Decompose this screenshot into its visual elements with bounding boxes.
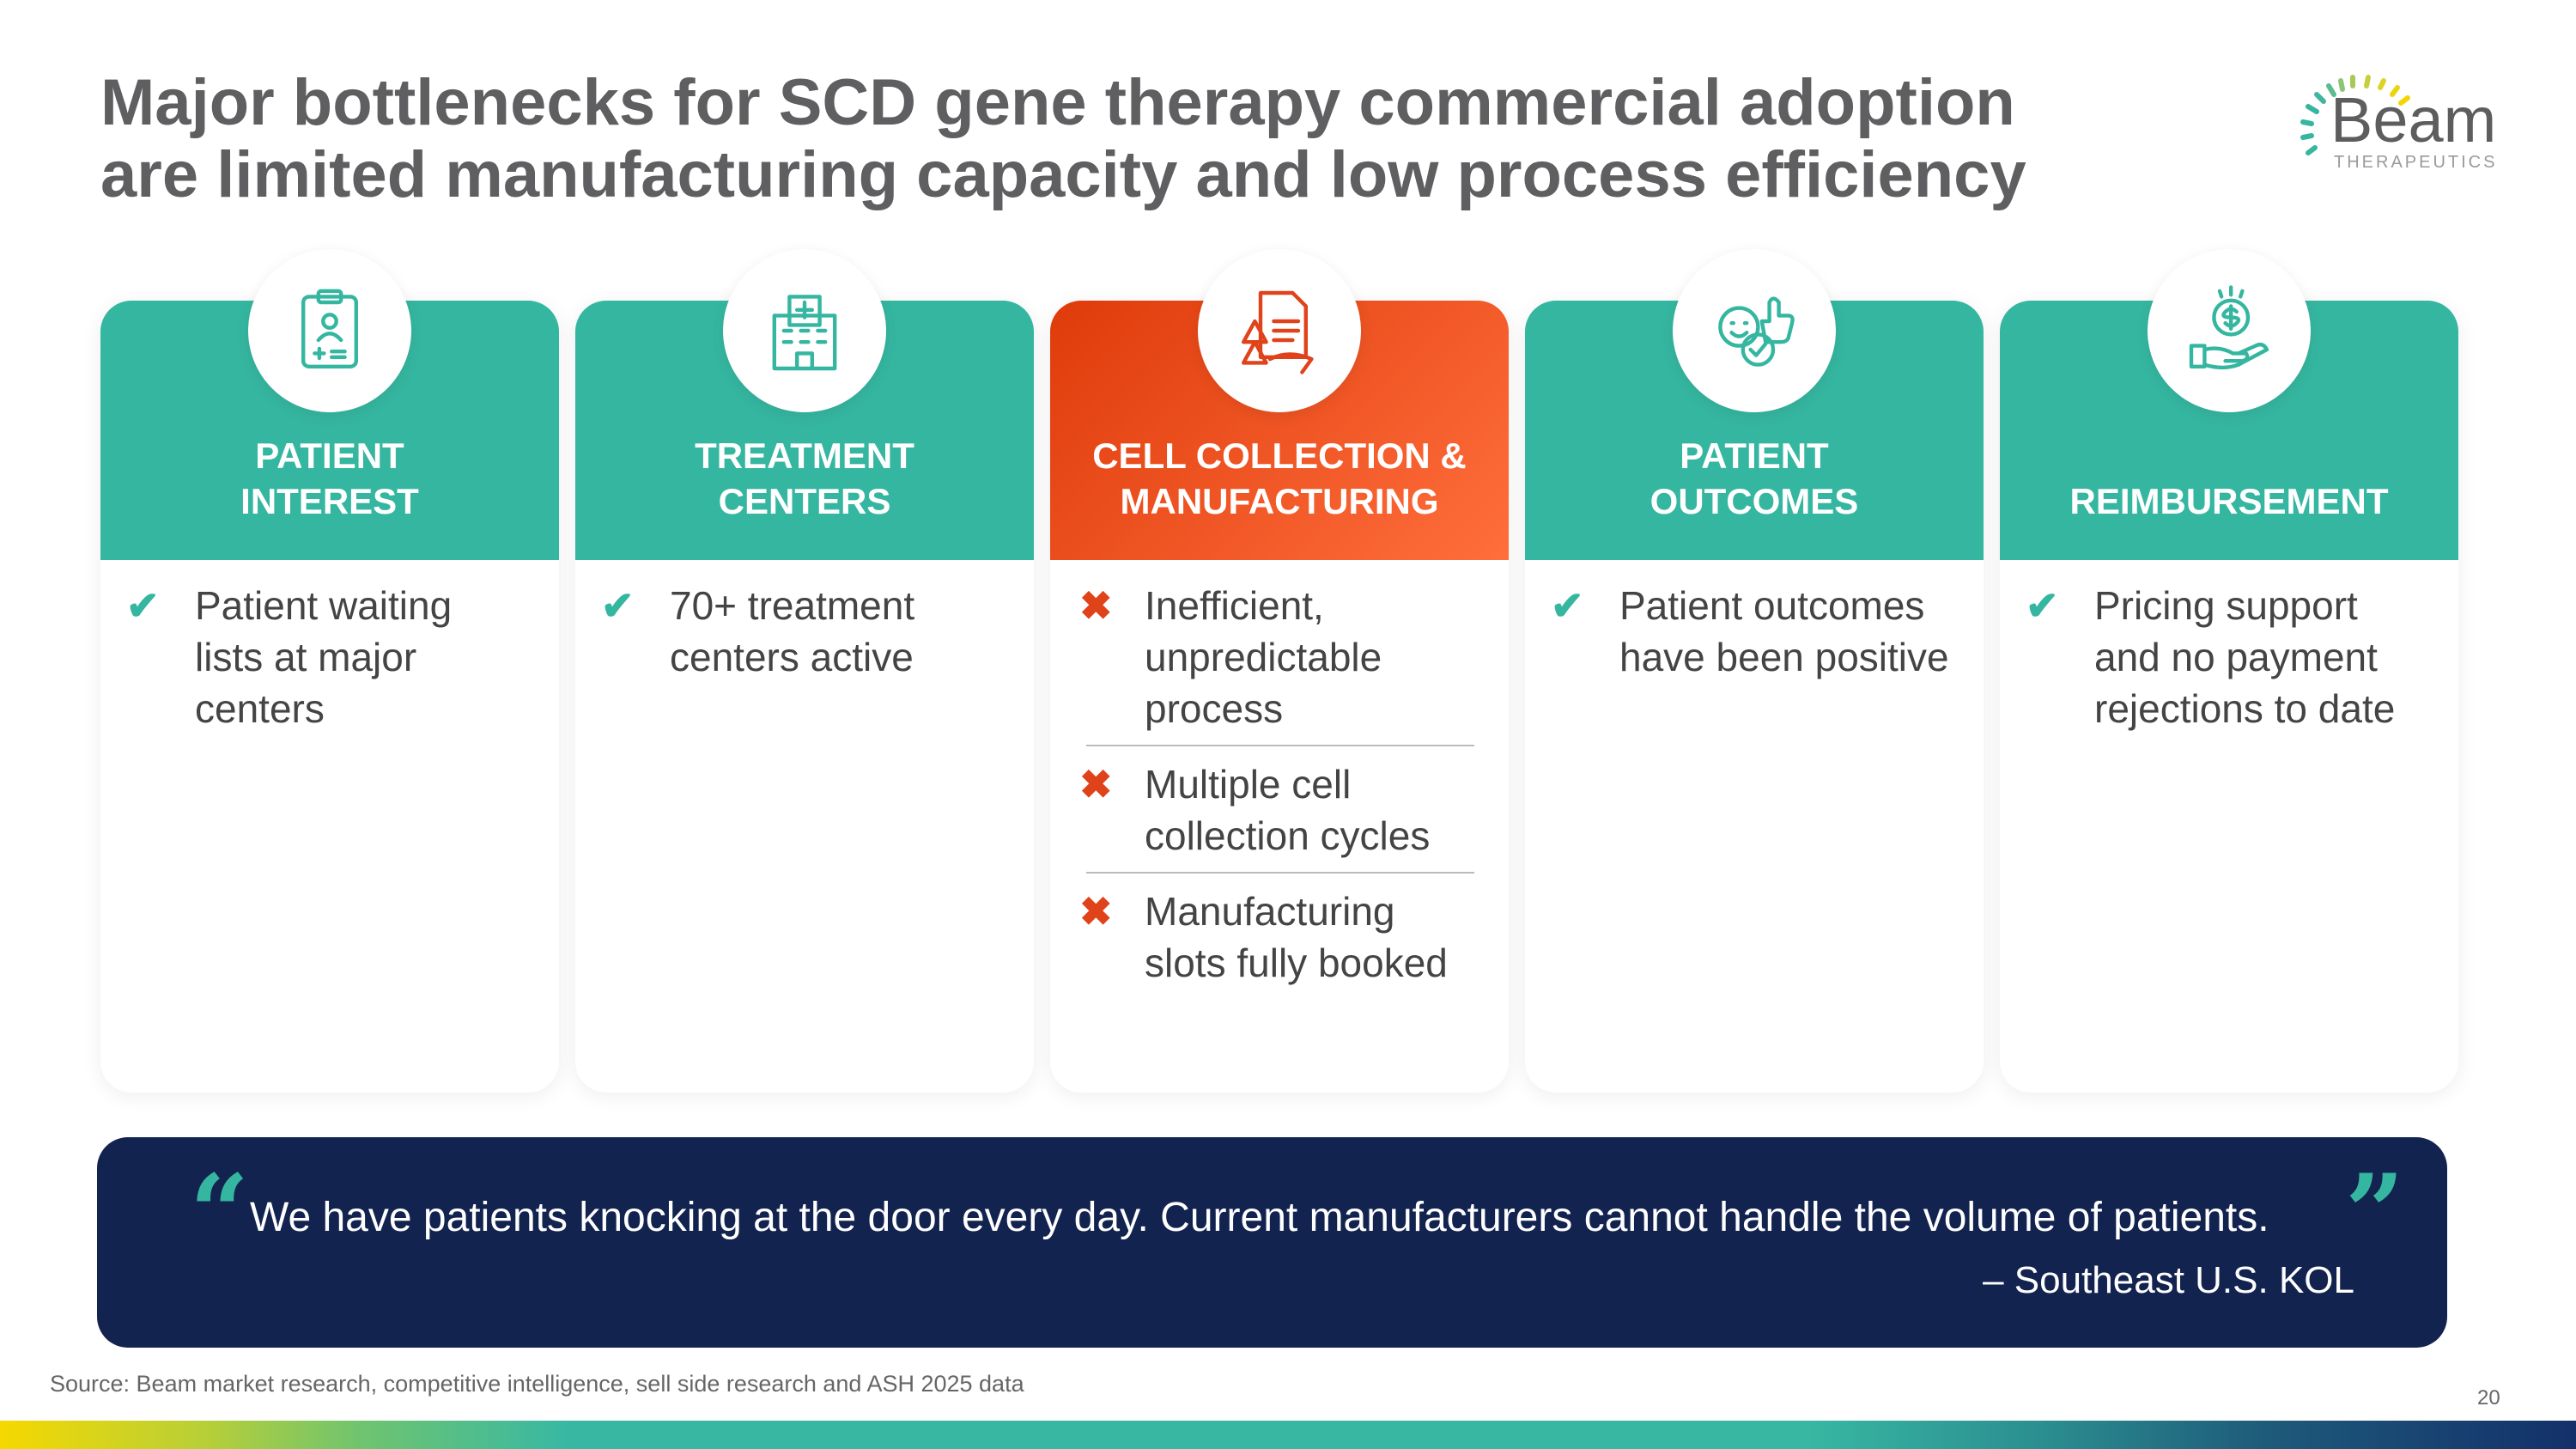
x-icon: ✖	[1079, 889, 1113, 934]
warning-document-icon	[1242, 290, 1314, 374]
card-icon-circle	[1673, 249, 1836, 412]
list-item: ✖ Manufacturing slots fully booked	[1076, 886, 1474, 999]
title-line-1: Major bottlenecks for SCD gene therapy c…	[100, 66, 2015, 139]
list-item: ✔ Patient waiting lists at major centers	[126, 580, 525, 745]
list-item: ✔ 70+ treatment centers active	[601, 580, 999, 693]
bottleneck-card: REIMBURSEMENT ✔ Pricing support and no pay…	[2000, 249, 2458, 1093]
card-header: REIMBURSEMENT	[2000, 301, 2458, 560]
item-text: Pricing support and no payment rejection…	[2094, 583, 2396, 731]
card-title-line-1: TREATMENT	[695, 435, 914, 476]
card-title-line-2: INTEREST	[240, 481, 419, 521]
page-number: 20	[2477, 1386, 2500, 1409]
card-icon-circle	[2148, 249, 2311, 412]
card-title-line-2: OUTCOMES	[1649, 481, 1859, 521]
card-title-line-2: REIMBURSEMENT	[2069, 481, 2389, 521]
logo-rays-top-icon	[2350, 75, 2410, 106]
beam-logo: Beam THERAPEUTICS	[2294, 69, 2509, 180]
close-quote-icon: ”	[2344, 1152, 2404, 1273]
clipboard-patient-icon	[301, 289, 358, 368]
slide-title: Major bottlenecks for SCD gene therapy c…	[100, 67, 2026, 211]
money-hand-icon	[2189, 285, 2269, 370]
check-icon: ✔	[126, 583, 160, 628]
card-body: ✔ Pricing support and no payment rejectio…	[2026, 580, 2424, 745]
card-header: CELL COLLECTION & MANUFACTURING	[1050, 301, 1509, 560]
card-title-line-2: CENTERS	[718, 481, 891, 521]
source-note: Source: Beam market research, competitiv…	[50, 1371, 1024, 1397]
check-icon: ✔	[1551, 583, 1584, 628]
logo-wordmark: Beam	[2330, 84, 2497, 155]
card-body: ✔ Patient waiting lists at major centers	[126, 580, 525, 745]
logo-subtitle: THERAPEUTICS	[2334, 153, 2498, 172]
logo-rays-icon	[2300, 78, 2345, 155]
list-item: ✖ Multiple cell collection cycles	[1076, 758, 1474, 872]
list-item: ✖ Inefficient, unpredictable process	[1076, 580, 1474, 745]
card-icon-circle	[723, 249, 886, 412]
card-body: ✔ 70+ treatment centers active	[601, 580, 999, 693]
open-quote-icon: “	[190, 1152, 250, 1273]
divider	[1086, 872, 1474, 874]
item-text: Inefficient, unpredictable process	[1145, 583, 1382, 731]
card-icon-circle	[248, 249, 411, 412]
item-text: Patient outcomes have been positive	[1619, 583, 1949, 679]
quote-text: We have patients knocking at the door ev…	[250, 1195, 2269, 1240]
x-icon: ✖	[1079, 762, 1113, 807]
item-text: Patient waiting lists at major centers	[195, 583, 453, 731]
bottleneck-card: CELL COLLECTION & MANUFACTURING ✖ Inefficie…	[1050, 249, 1509, 1093]
hospital-icon	[772, 295, 837, 371]
bottleneck-card: TREATMENT CENTERS ✔ 70+ treatment centers a…	[575, 249, 1034, 1093]
check-icon: ✔	[2026, 583, 2059, 628]
card-title-line-1: PATIENT	[255, 435, 404, 476]
card-icon-circle	[1198, 249, 1361, 412]
list-item: ✔ Pricing support and no payment rejectio…	[2026, 580, 2424, 745]
card-body: ✔ Patient outcomes have been positive	[1551, 580, 1949, 693]
bottleneck-card: PATIENT OUTCOMES ✔ Patient outcomes have be…	[1525, 249, 1984, 1093]
card-title-line-1: CELL COLLECTION &	[1092, 435, 1467, 476]
divider	[1086, 745, 1474, 746]
item-text: Manufacturing slots fully booked	[1145, 889, 1448, 985]
card-header: PATIENT OUTCOMES	[1525, 301, 1984, 560]
gradient-footer-bar	[0, 1421, 2576, 1449]
quote-attribution: – Southeast U.S. KOL	[1983, 1259, 2354, 1301]
list-item: ✔ Patient outcomes have been positive	[1551, 580, 1949, 693]
card-title-line-1: PATIENT	[1680, 435, 1829, 476]
item-text: Multiple cell collection cycles	[1145, 762, 1431, 858]
bottleneck-card: PATIENT INTEREST ✔ Patient waiting lists at…	[100, 249, 559, 1093]
card-title-line-2: MANUFACTURING	[1120, 481, 1439, 521]
x-icon: ✖	[1079, 583, 1113, 628]
card-body: ✖ Inefficient, unpredictable process ✖ Mult…	[1076, 580, 1474, 999]
check-icon: ✔	[601, 583, 635, 628]
quote-box: “ We have patients knocking at the door …	[97, 1137, 2447, 1348]
item-text: 70+ treatment centers active	[670, 583, 915, 679]
title-line-2: are limited manufacturing capacity and l…	[100, 138, 2026, 211]
thumbs-up-feedback-icon	[1718, 296, 1795, 367]
